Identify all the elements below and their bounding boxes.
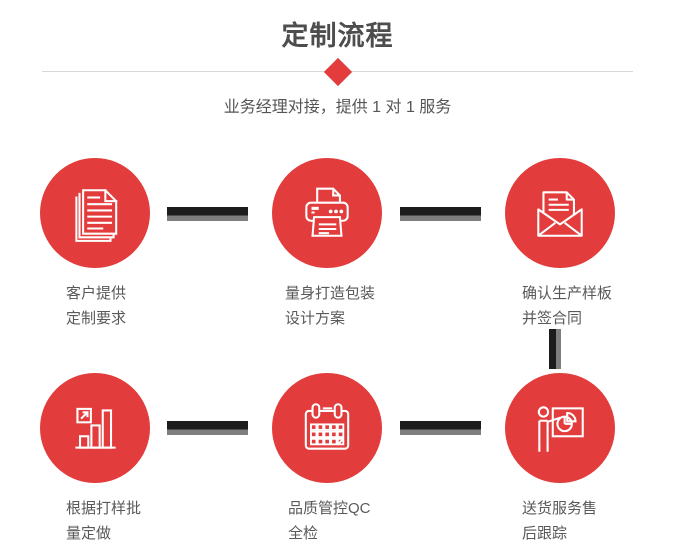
step-1-label: 客户提供 定制要求 <box>66 281 126 331</box>
connector-step1-step2 <box>167 207 248 221</box>
step-3-circle <box>505 158 615 268</box>
step-5-label-line1: 品质管控QC <box>288 500 371 517</box>
calendar-icon <box>304 403 350 450</box>
step-5-label: 品质管控QC 全检 <box>288 496 371 546</box>
step-3-label-line1: 确认生产样板 <box>522 285 613 302</box>
envelope-letter-icon <box>537 191 583 237</box>
step-2-label-line1: 量身打造包装 <box>285 285 376 302</box>
step-1-label-line1: 客户提供 <box>66 285 127 302</box>
step-4-circle <box>40 373 150 483</box>
connector-step4-step5 <box>167 421 248 435</box>
step-5-circle <box>272 373 382 483</box>
connector-step5-step6 <box>400 421 481 435</box>
documents-icon <box>75 189 118 242</box>
step-5-label-line2: 全检 <box>288 525 319 542</box>
step-6-label: 送货服务售 后跟踪 <box>522 496 597 546</box>
step-2-circle <box>272 158 382 268</box>
step-1-circle <box>40 158 150 268</box>
presentation-icon <box>537 406 584 452</box>
diamond-icon <box>323 57 353 87</box>
printer-icon <box>305 187 349 237</box>
bar-chart-icon <box>75 407 116 449</box>
step-1-label-line2: 定制要求 <box>66 310 127 327</box>
step-6-circle <box>505 373 615 483</box>
step-3-label: 确认生产样板 并签合同 <box>522 281 612 331</box>
step-4-label: 根据打样批 量定做 <box>66 496 141 546</box>
step-4-label-line2: 量定做 <box>66 525 112 542</box>
page-subtitle: 业务经理对接，提供 1 对 1 服务 <box>223 99 452 116</box>
connector-step2-step3 <box>400 207 481 221</box>
step-6-label-line1: 送货服务售 <box>522 500 598 517</box>
page-title: 定制流程 <box>281 21 394 51</box>
step-4-label-line1: 根据打样批 <box>66 500 142 517</box>
step-3-label-line2: 并签合同 <box>522 310 583 327</box>
step-2-label: 量身打造包装 设计方案 <box>285 281 375 331</box>
connector-step3-step6 <box>549 329 561 369</box>
step-6-label-line2: 后跟踪 <box>522 525 568 542</box>
step-2-label-line2: 设计方案 <box>285 310 346 327</box>
